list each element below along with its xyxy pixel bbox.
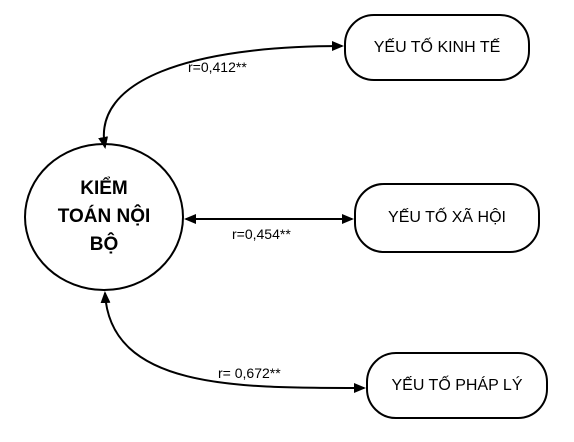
center-node-label: KIỂM TOÁN NỘI BỘ: [57, 178, 151, 255]
factor-node-economic: YẾU TỐ KINH TẾ: [344, 14, 530, 81]
connector-economic: [98, 41, 344, 149]
correlation-label-economic: r=0,412**: [188, 59, 247, 75]
connector-legal: [100, 291, 366, 394]
factor-label-legal: YẾU TỐ PHÁP LÝ: [391, 376, 523, 394]
correlation-label-social: r=0,454**: [232, 226, 291, 242]
factor-node-legal: YẾU TỐ PHÁP LÝ: [366, 352, 548, 419]
factor-label-social: YẾU TỐ XÃ HỘI: [388, 209, 506, 226]
correlation-label-legal: r= 0,672**: [218, 365, 281, 381]
factor-label-economic: YẾU TỐ KINH TẾ: [373, 38, 501, 56]
center-node-internal-audit: KIỂM TOÁN NỘI BỘ: [24, 143, 184, 291]
factor-node-social: YẾU TỐ XÃ HỘI: [354, 183, 540, 253]
